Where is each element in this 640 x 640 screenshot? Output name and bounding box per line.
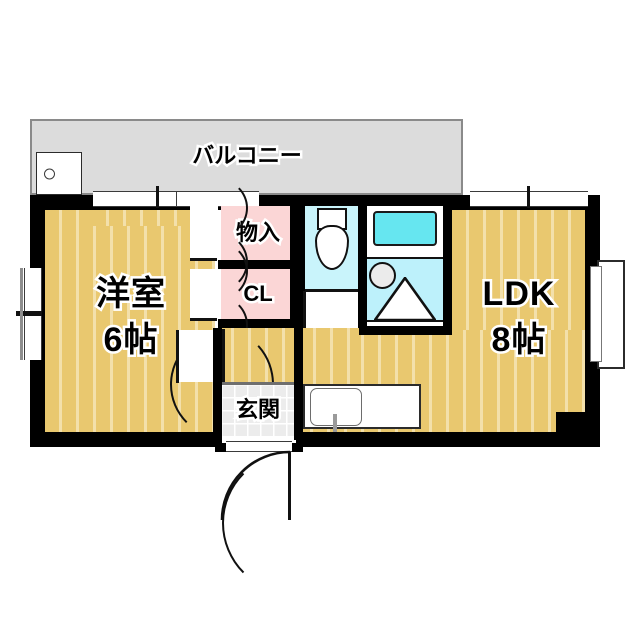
entrance-arc-svg-icon — [220, 450, 291, 521]
closet-door-line-lower — [190, 318, 217, 321]
window-ldk-top-tick — [527, 186, 530, 208]
room-label-washitsu: 洋室 — [96, 275, 166, 313]
washroom-tri-icon — [374, 277, 436, 321]
room-washitsu-floor-notch-fill — [92, 210, 217, 226]
room-size-washitsu-outline: 6帖 — [101, 320, 160, 360]
closet-door-arc-2-icon — [190, 233, 248, 291]
bedroom-door-arc-icon — [170, 330, 279, 439]
toilet-threshold-line — [305, 289, 360, 292]
wall-genkan-right — [294, 328, 303, 440]
kitchen-faucet-icon — [333, 414, 337, 432]
entrance-door-threshold — [226, 441, 292, 452]
room-label-closet-outline: CL — [241, 279, 275, 307]
washroom-bottom-line — [367, 320, 443, 322]
room-label-genkan: 玄関 — [235, 397, 280, 422]
bedroom-door-hinge-line — [176, 330, 179, 383]
wall-bath-bottom — [358, 326, 452, 335]
wall-genkan-left — [213, 328, 222, 440]
room-label-genkan-outline: 玄関 — [233, 395, 282, 423]
wall-closet-bottom — [217, 319, 299, 328]
washroom-bottom-strip — [367, 321, 443, 330]
closet-door-arc-4-icon — [190, 296, 248, 354]
room-size-ldk: 8帖 — [491, 321, 547, 359]
room-label-ldk: LDK — [482, 275, 556, 313]
wall-bottom-left — [30, 432, 222, 447]
balcony-unit-icon — [36, 152, 82, 195]
entrance-door-arc-icon — [222, 452, 364, 594]
room-label-closet: CL — [243, 281, 273, 306]
balcony-unit-knob-icon — [44, 168, 55, 179]
wall-genkan-right-stub — [289, 443, 303, 452]
shower-symbol-icon — [374, 277, 436, 321]
hall-floor-right — [299, 328, 359, 384]
window-washitsu-left-sill — [16, 311, 42, 316]
wall-genkan-left-stub — [215, 443, 229, 452]
window-washitsu-top-tick — [156, 186, 159, 208]
entrance-door-arc-sweep-icon — [220, 450, 292, 522]
closet-door-arc-1-icon — [190, 179, 248, 237]
room-ldk-floor-notch-cut — [556, 412, 585, 432]
bathtub-icon — [373, 211, 437, 246]
wall-closet-divider — [217, 260, 299, 269]
window-ldk-bay-inner — [590, 266, 602, 362]
wash-basin-icon — [369, 262, 396, 289]
toilet-door-leaf[interactable] — [303, 291, 306, 345]
room-genkan-floor — [221, 384, 295, 436]
wall-bath-right — [443, 206, 452, 330]
wall-bath-left — [358, 206, 367, 330]
room-size-washitsu: 6帖 — [103, 321, 159, 359]
room-size-ldk-outline: 8帖 — [489, 320, 548, 360]
room-label-washitsu-outline: 洋室 — [94, 274, 168, 314]
genkan-step-line — [217, 382, 299, 385]
room-balcony — [30, 119, 463, 195]
closet-door-arc-3-icon — [190, 242, 248, 300]
wall-closet-right — [290, 206, 299, 328]
room-label-ldk-outline: LDK — [480, 274, 557, 314]
bath-divider-line — [367, 257, 443, 260]
wall-toilet-left — [296, 206, 305, 330]
wall-bottom-right — [296, 432, 585, 447]
room-label-balcony-outline: バルコニー — [190, 141, 305, 169]
toilet-bowl-icon — [315, 225, 349, 270]
window-washitsu-left-outer — [20, 268, 23, 360]
room-label-storage: 物入 — [235, 220, 280, 245]
room-label-balcony: バルコニー — [192, 143, 302, 168]
